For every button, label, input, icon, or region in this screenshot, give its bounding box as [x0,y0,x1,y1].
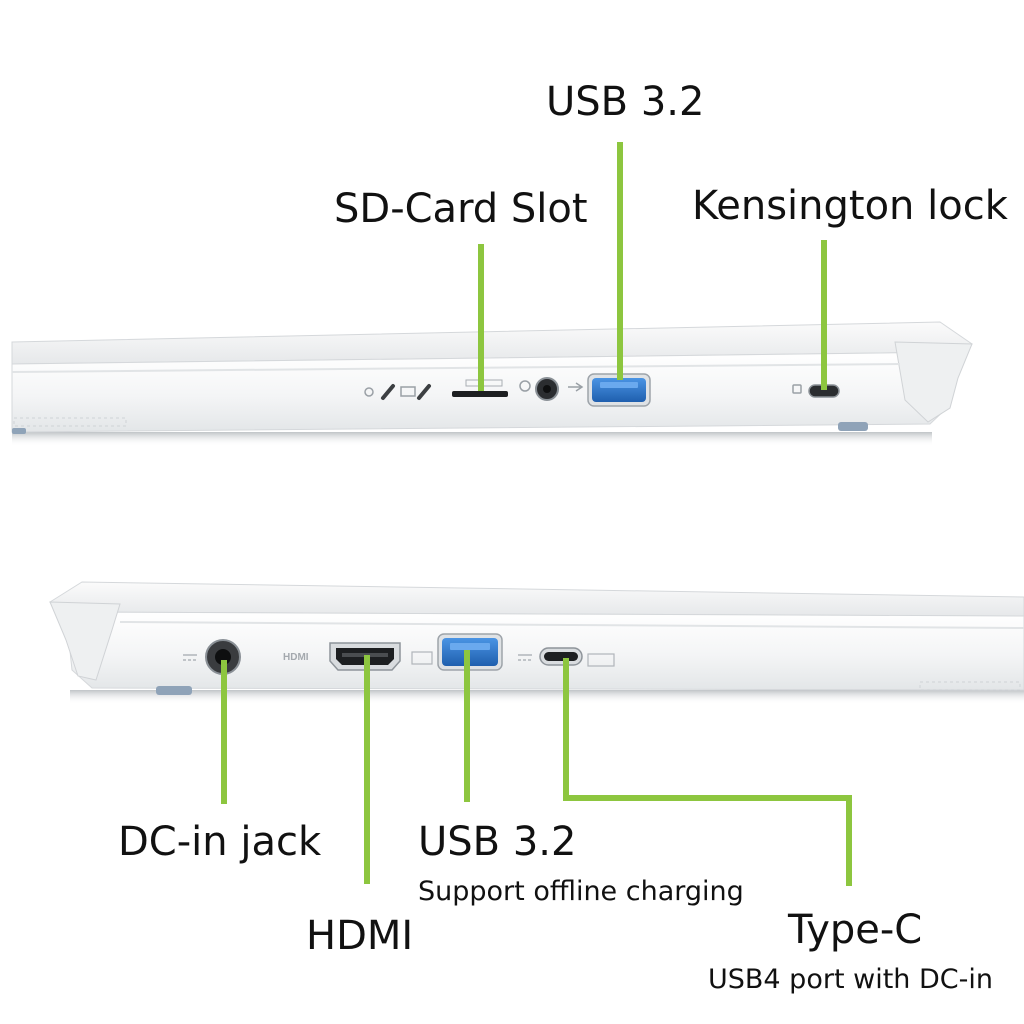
lock-icon [792,384,802,394]
bottom-lid [49,581,1024,617]
headphone-icon [519,380,531,392]
indicator-lights [364,384,431,400]
usb-a-port-top-insert [592,378,646,402]
type-c-label: Type-C [788,907,923,953]
bottom-side-view: HDMI [49,581,1024,886]
type-c-port-cavity [544,652,578,661]
type-c-callout-line [563,658,852,886]
top-side-view [11,142,973,446]
audio-jack-hole [543,385,551,393]
bottom-foot-left [156,686,192,695]
bottom-ground-shadow [70,690,1024,704]
top-hinge [894,341,973,423]
bottom-hinge [49,601,121,681]
usb-charge-icon [411,651,433,665]
top-vent [13,417,127,427]
usb-a-port-bottom-tongue [450,643,490,650]
dc-symbol-typec-icon [518,654,532,661]
battery-indicator-icon [400,386,416,397]
usb-symbol-icon [568,382,584,392]
usb-a-port-top-tongue [600,382,638,388]
top-seam [11,363,901,373]
battery-led [417,384,431,400]
dc-in-label: DC-in jack [118,819,322,865]
sd-card-label: SD-Card Slot [334,186,588,232]
sd-card-slot [452,391,508,397]
dc-symbol-icon [183,654,197,661]
bottom-vent [919,681,1021,691]
usb4-display-icon [587,653,615,667]
hdmi-label: HDMI [306,913,414,959]
top-ground-shadow [12,432,932,446]
top-foot-left [12,428,26,434]
power-led [381,384,395,400]
top-foot-right [838,422,868,431]
type-c-sublabel: USB4 port with DC-in [708,964,993,995]
bottom-seam [119,621,1024,629]
power-indicator-icon [364,387,374,397]
kensington-label: Kensington lock [692,183,1008,229]
hdmi-glyph-icon: HDMI [283,652,309,663]
usb-bottom-sublabel: Support offline charging [418,876,744,907]
usb-bottom-label: USB 3.2 [418,819,577,865]
usb-top-label: USB 3.2 [546,79,705,125]
